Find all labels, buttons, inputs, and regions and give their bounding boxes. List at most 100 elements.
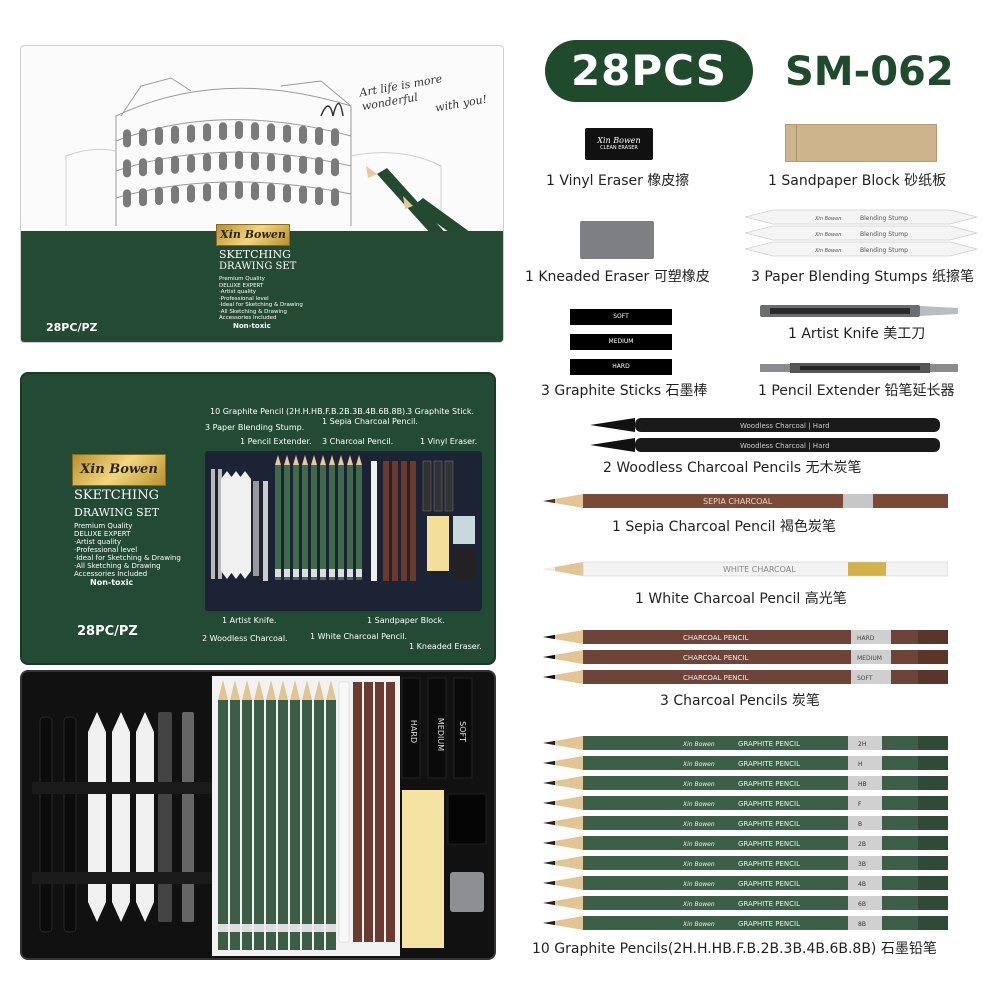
lid-features: Premium Quality DELUXE EXPERT ·Artist qu… bbox=[219, 276, 303, 321]
tray-woodless-1 bbox=[39, 716, 53, 933]
tray-graphite-band-5 bbox=[266, 924, 276, 932]
tray-stick-1 bbox=[401, 677, 421, 779]
graphite-pencil-3 bbox=[543, 776, 948, 790]
diag-sandpaper bbox=[427, 516, 449, 571]
stump-brand-3: Xin Bowen bbox=[814, 248, 841, 254]
graphite-pencil-6 bbox=[543, 836, 948, 850]
graphite-label-3: GRAPHITE PENCIL bbox=[738, 780, 800, 788]
tray-graphite-band-10 bbox=[326, 924, 336, 932]
tray-strap-1 bbox=[32, 782, 212, 794]
tin-tray: HARD MEDIUM SOFT bbox=[20, 670, 496, 960]
woodless-pencil-1: Woodless Charcoal | Hard bbox=[590, 418, 940, 432]
graphite-grade-10: 8B bbox=[858, 921, 866, 928]
diag-charcoal-1 bbox=[383, 461, 389, 581]
tray-graphite-10 bbox=[326, 700, 336, 950]
diag-charcoal-2 bbox=[392, 461, 398, 581]
label-blending-stumps: 3 Paper Blending Stumps 纸擦笔 bbox=[751, 269, 974, 285]
tray-graphite-5 bbox=[266, 700, 276, 950]
tray-graphite-2 bbox=[230, 700, 240, 950]
tray-graphite-tip-7 bbox=[290, 680, 300, 700]
diag-graphite-band-7 bbox=[329, 569, 335, 577]
tray-graphite-tip-2 bbox=[230, 680, 240, 700]
graphite-brand-6: Xin Bowen bbox=[682, 841, 715, 848]
graphite-brand-4: Xin Bowen bbox=[682, 801, 715, 808]
tray-graphite-7 bbox=[290, 700, 300, 950]
graphite-grade-5: B bbox=[858, 821, 862, 828]
ann-blending: 3 Paper Blending Stump. bbox=[205, 423, 305, 432]
diag-graphite-tip-6 bbox=[320, 455, 326, 465]
inner-title2: DRAWING SET bbox=[74, 506, 160, 519]
tray-graphite-6 bbox=[278, 700, 288, 950]
tray-kneaded bbox=[450, 872, 484, 912]
graphite-pencil-8 bbox=[543, 876, 948, 890]
stump-label-3: Blending Stump bbox=[860, 247, 908, 254]
diag-graphite-3 bbox=[293, 465, 299, 580]
ann-vinyl: 1 Vinyl Eraser. bbox=[420, 437, 478, 446]
ann-white: 1 White Charcoal Pencil. bbox=[310, 632, 407, 641]
graphite-label-4: GRAPHITE PENCIL bbox=[738, 800, 800, 808]
label-woodless: 2 Woodless Charcoal Pencils 无木炭笔 bbox=[603, 460, 862, 476]
inner-non-toxic: Non-toxic bbox=[90, 578, 134, 587]
graphite-pencils-image: Xin Bowen GRAPHITE PENCIL 2H Xin Bowen GRAPH… bbox=[543, 736, 948, 930]
diag-graphite-tip-10 bbox=[356, 455, 362, 465]
graphite-pencil-4 bbox=[543, 796, 948, 810]
diag-graphite-tip-1 bbox=[275, 455, 281, 465]
diag-graphite-10 bbox=[356, 465, 362, 580]
tray-vinyl bbox=[447, 793, 487, 845]
stump-label-1: Blending Stump bbox=[860, 215, 908, 222]
diag-graphite-band-3 bbox=[293, 569, 299, 577]
ann-extender: 1 Pencil Extender. bbox=[240, 437, 312, 446]
tray-graphite-tip-3 bbox=[242, 680, 252, 700]
graphite-brand-10: Xin Bowen bbox=[682, 921, 715, 928]
tray-graphite-band-3 bbox=[242, 924, 252, 932]
ann-knife: 1 Artist Knife. bbox=[222, 616, 277, 625]
pencil-extender-image bbox=[760, 363, 958, 373]
tray-graphite-tip-8 bbox=[302, 680, 312, 700]
ann-graphite-pencil: 10 Graphite Pencil (2H.H.HB.F.B.2B.3B.4B… bbox=[210, 407, 408, 416]
woodless-pencil-2: Woodless Charcoal | Hard bbox=[590, 438, 940, 452]
stick-medium: MEDIUM bbox=[570, 334, 672, 350]
label-charcoal: 3 Charcoal Pencils 炭笔 bbox=[660, 693, 820, 709]
graphite-grade-9: 6B bbox=[858, 901, 866, 908]
diag-graphite-band-6 bbox=[320, 569, 326, 577]
label-graphite-sticks: 3 Graphite Sticks 石墨棒 bbox=[541, 383, 708, 399]
diag-graphite-4 bbox=[302, 465, 308, 580]
diag-graphite-tip-3 bbox=[293, 455, 299, 465]
diag-graphite-band-8 bbox=[338, 569, 344, 577]
inner-diagram bbox=[211, 455, 475, 581]
lid-title2: DRAWING SET bbox=[219, 261, 297, 272]
graphite-grade-2: H bbox=[858, 761, 863, 768]
diag-graphite-2 bbox=[284, 465, 290, 580]
label-white: 1 White Charcoal Pencil 高光笔 bbox=[635, 591, 847, 607]
tray-graphite-band-1 bbox=[218, 924, 228, 932]
colosseum-illustration bbox=[65, 77, 469, 231]
diag-graphite-9 bbox=[347, 465, 353, 580]
graphite-grade-4: F bbox=[858, 801, 862, 808]
lid-logo: Xin Bowen bbox=[216, 224, 290, 246]
diag-charcoal-4 bbox=[410, 461, 416, 581]
diag-woodless-2 bbox=[218, 469, 222, 579]
count-badge: 28PCS bbox=[545, 40, 753, 102]
label-pencil-extender: 1 Pencil Extender 铅笔延长器 bbox=[758, 383, 955, 399]
diag-graphite-band-2 bbox=[284, 569, 290, 577]
graphite-grade-1: 2H bbox=[858, 741, 866, 748]
label-vinyl-eraser: 1 Vinyl Eraser 橡皮擦 bbox=[546, 173, 690, 189]
tray-knife bbox=[158, 712, 172, 922]
tray-stump-1 bbox=[88, 712, 106, 922]
sepia-pencil-image: SEPIA CHARCOAL bbox=[543, 494, 948, 508]
graphite-brand-9: Xin Bowen bbox=[682, 901, 715, 908]
stump-brand-2: Xin Bowen bbox=[814, 232, 841, 238]
vinyl-eraser-image: Xin Bowen CLEAN ERASER bbox=[585, 128, 653, 160]
tray-graphite-tip-6 bbox=[278, 680, 288, 700]
tray-woodless-tip-1 bbox=[40, 697, 52, 717]
diag-graphite-tip-4 bbox=[302, 455, 308, 465]
charcoal-pencil-3 bbox=[543, 670, 948, 684]
graphite-grade-7: 3B bbox=[858, 861, 866, 868]
tray-white bbox=[338, 681, 350, 943]
inner-features: Premium Quality DELUXE EXPERT ·Artist qu… bbox=[74, 522, 181, 578]
tray-woodless-tip-2 bbox=[64, 697, 76, 717]
tray-charcoal-3 bbox=[375, 682, 384, 942]
model-number: SM-062 bbox=[785, 49, 954, 95]
tray-graphite-band-6 bbox=[278, 924, 288, 932]
